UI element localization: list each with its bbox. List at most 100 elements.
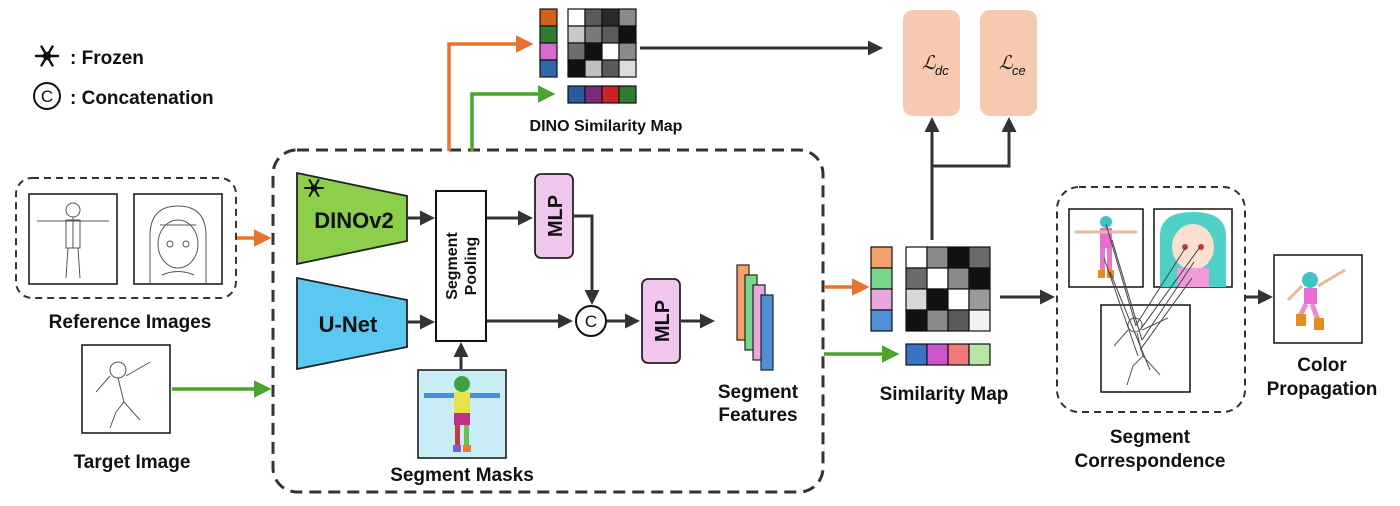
segment-masks-label: Segment Masks [390,465,534,486]
svg-text:ce: ce [1012,63,1026,78]
dino-row-color-2 [539,42,558,61]
sim-cell-0-0 [905,246,928,269]
target-image [81,344,171,434]
concat-legend-icon: C [33,82,61,110]
mlp-top-to-concat-arrow [574,214,600,305]
sim-col-color-0 [905,343,928,366]
segment-correspondence-box [1056,186,1246,413]
dino-orange-arrow [447,35,534,151]
correspondence-lines [1103,223,1201,371]
snowflake-icon [34,45,60,67]
dino-cell-1-1 [584,25,603,44]
segment-features-label-2: Features [718,405,797,426]
target-image-label: Target Image [74,452,191,473]
mlp-bottom-box [641,278,681,364]
dino-green-arrow [470,85,556,151]
sim-cell-1-1 [926,267,949,290]
sim-cell-0-2 [947,246,970,269]
dino-cell-2-0 [567,42,586,61]
reference-images-box [15,177,237,299]
dino-cell-1-0 [567,25,586,44]
svg-text:ℒ: ℒ [999,53,1014,74]
color-propagation-image [1273,254,1363,344]
svg-text:ℒ: ℒ [922,53,937,74]
legend-concat-label: : Concatenation [70,88,214,109]
reference-image-1 [28,193,118,285]
color-propagation-label-2: Propagation [1267,379,1378,400]
dino-cell-0-1 [584,8,603,27]
similarity-to-loss-ce-arrow [932,117,1017,168]
reference-images-label: Reference Images [49,312,212,333]
dinov2-frozen-snowflake-icon [304,179,324,197]
segment-pooling-box [435,190,487,342]
dinov2-label: DINOv2 [314,208,393,233]
dino-cell-3-0 [567,59,586,78]
svg-text:C: C [585,312,597,331]
sim-cell-0-3 [968,246,991,269]
sim-cell-3-3 [968,309,991,332]
dino-cell-1-2 [601,25,620,44]
sim-cell-3-0 [905,309,928,332]
sim-cell-1-2 [947,267,970,290]
similarity-map [870,246,991,366]
dino-cell-0-0 [567,8,586,27]
dino-row-color-3 [539,59,558,78]
sim-cell-2-2 [947,288,970,311]
mlp-top-label: MLP [545,195,567,237]
similarity-map-label: Similarity Map [880,384,1009,405]
sim-cell-0-1 [926,246,949,269]
sim-cell-3-2 [947,309,970,332]
sim-row-color-3 [870,309,893,332]
loss-dc-box: ℒ dc [903,10,960,116]
dino-similarity-map [539,8,637,104]
correspondence-target [1100,304,1191,393]
dino-cell-0-3 [618,8,637,27]
legend-frozen-label: : Frozen [70,48,144,69]
mlp-top-box [534,173,574,259]
sim-row-color-1 [870,267,893,290]
dino-col-color-0 [567,85,586,104]
dino-cell-0-2 [601,8,620,27]
svg-text:dc: dc [935,63,949,78]
color-propagation-label-1: Color [1297,355,1347,376]
mlp-bottom-label: MLP [652,300,674,342]
segment-pooling-label-2: Pooling [463,237,480,296]
segment-correspondence-label-1: Segment [1110,427,1191,448]
sim-col-color-1 [926,343,949,366]
sim-cell-3-1 [926,309,949,332]
dino-col-color-3 [618,85,637,104]
dino-col-color-1 [584,85,603,104]
dinov2-encoder [296,171,408,266]
correspondence-reference-1 [1068,208,1144,288]
segment-pooling-label-1: Segment [444,232,461,300]
segment-features-label-1: Segment [718,382,799,403]
segment-features-stack [736,264,774,371]
dino-cell-2-3 [618,42,637,61]
svg-text:C: C [41,87,53,106]
dino-cell-2-2 [601,42,620,61]
dino-similarity-map-label: DINO Similarity Map [530,118,683,135]
segment-masks-image [417,369,507,459]
dino-cell-1-3 [618,25,637,44]
sim-col-color-2 [947,343,970,366]
unet-encoder [296,276,408,371]
dino-cell-3-1 [584,59,603,78]
dino-col-color-2 [601,85,620,104]
sim-col-color-3 [968,343,991,366]
segment-correspondence-label-2: Correspondence [1075,451,1226,472]
dino-row-color-0 [539,8,558,27]
sim-cell-2-0 [905,288,928,311]
concat-node: C [575,305,607,337]
correspondence-reference-2 [1153,208,1233,288]
sim-row-color-2 [870,288,893,311]
model-box [271,148,825,494]
loss-ce-box: ℒ ce [980,10,1037,116]
segment-feature-card-3 [760,294,774,371]
dino-row-color-1 [539,25,558,44]
sim-cell-1-3 [968,267,991,290]
sim-cell-1-0 [905,267,928,290]
dino-cell-3-3 [618,59,637,78]
unet-label: U-Net [319,312,378,337]
